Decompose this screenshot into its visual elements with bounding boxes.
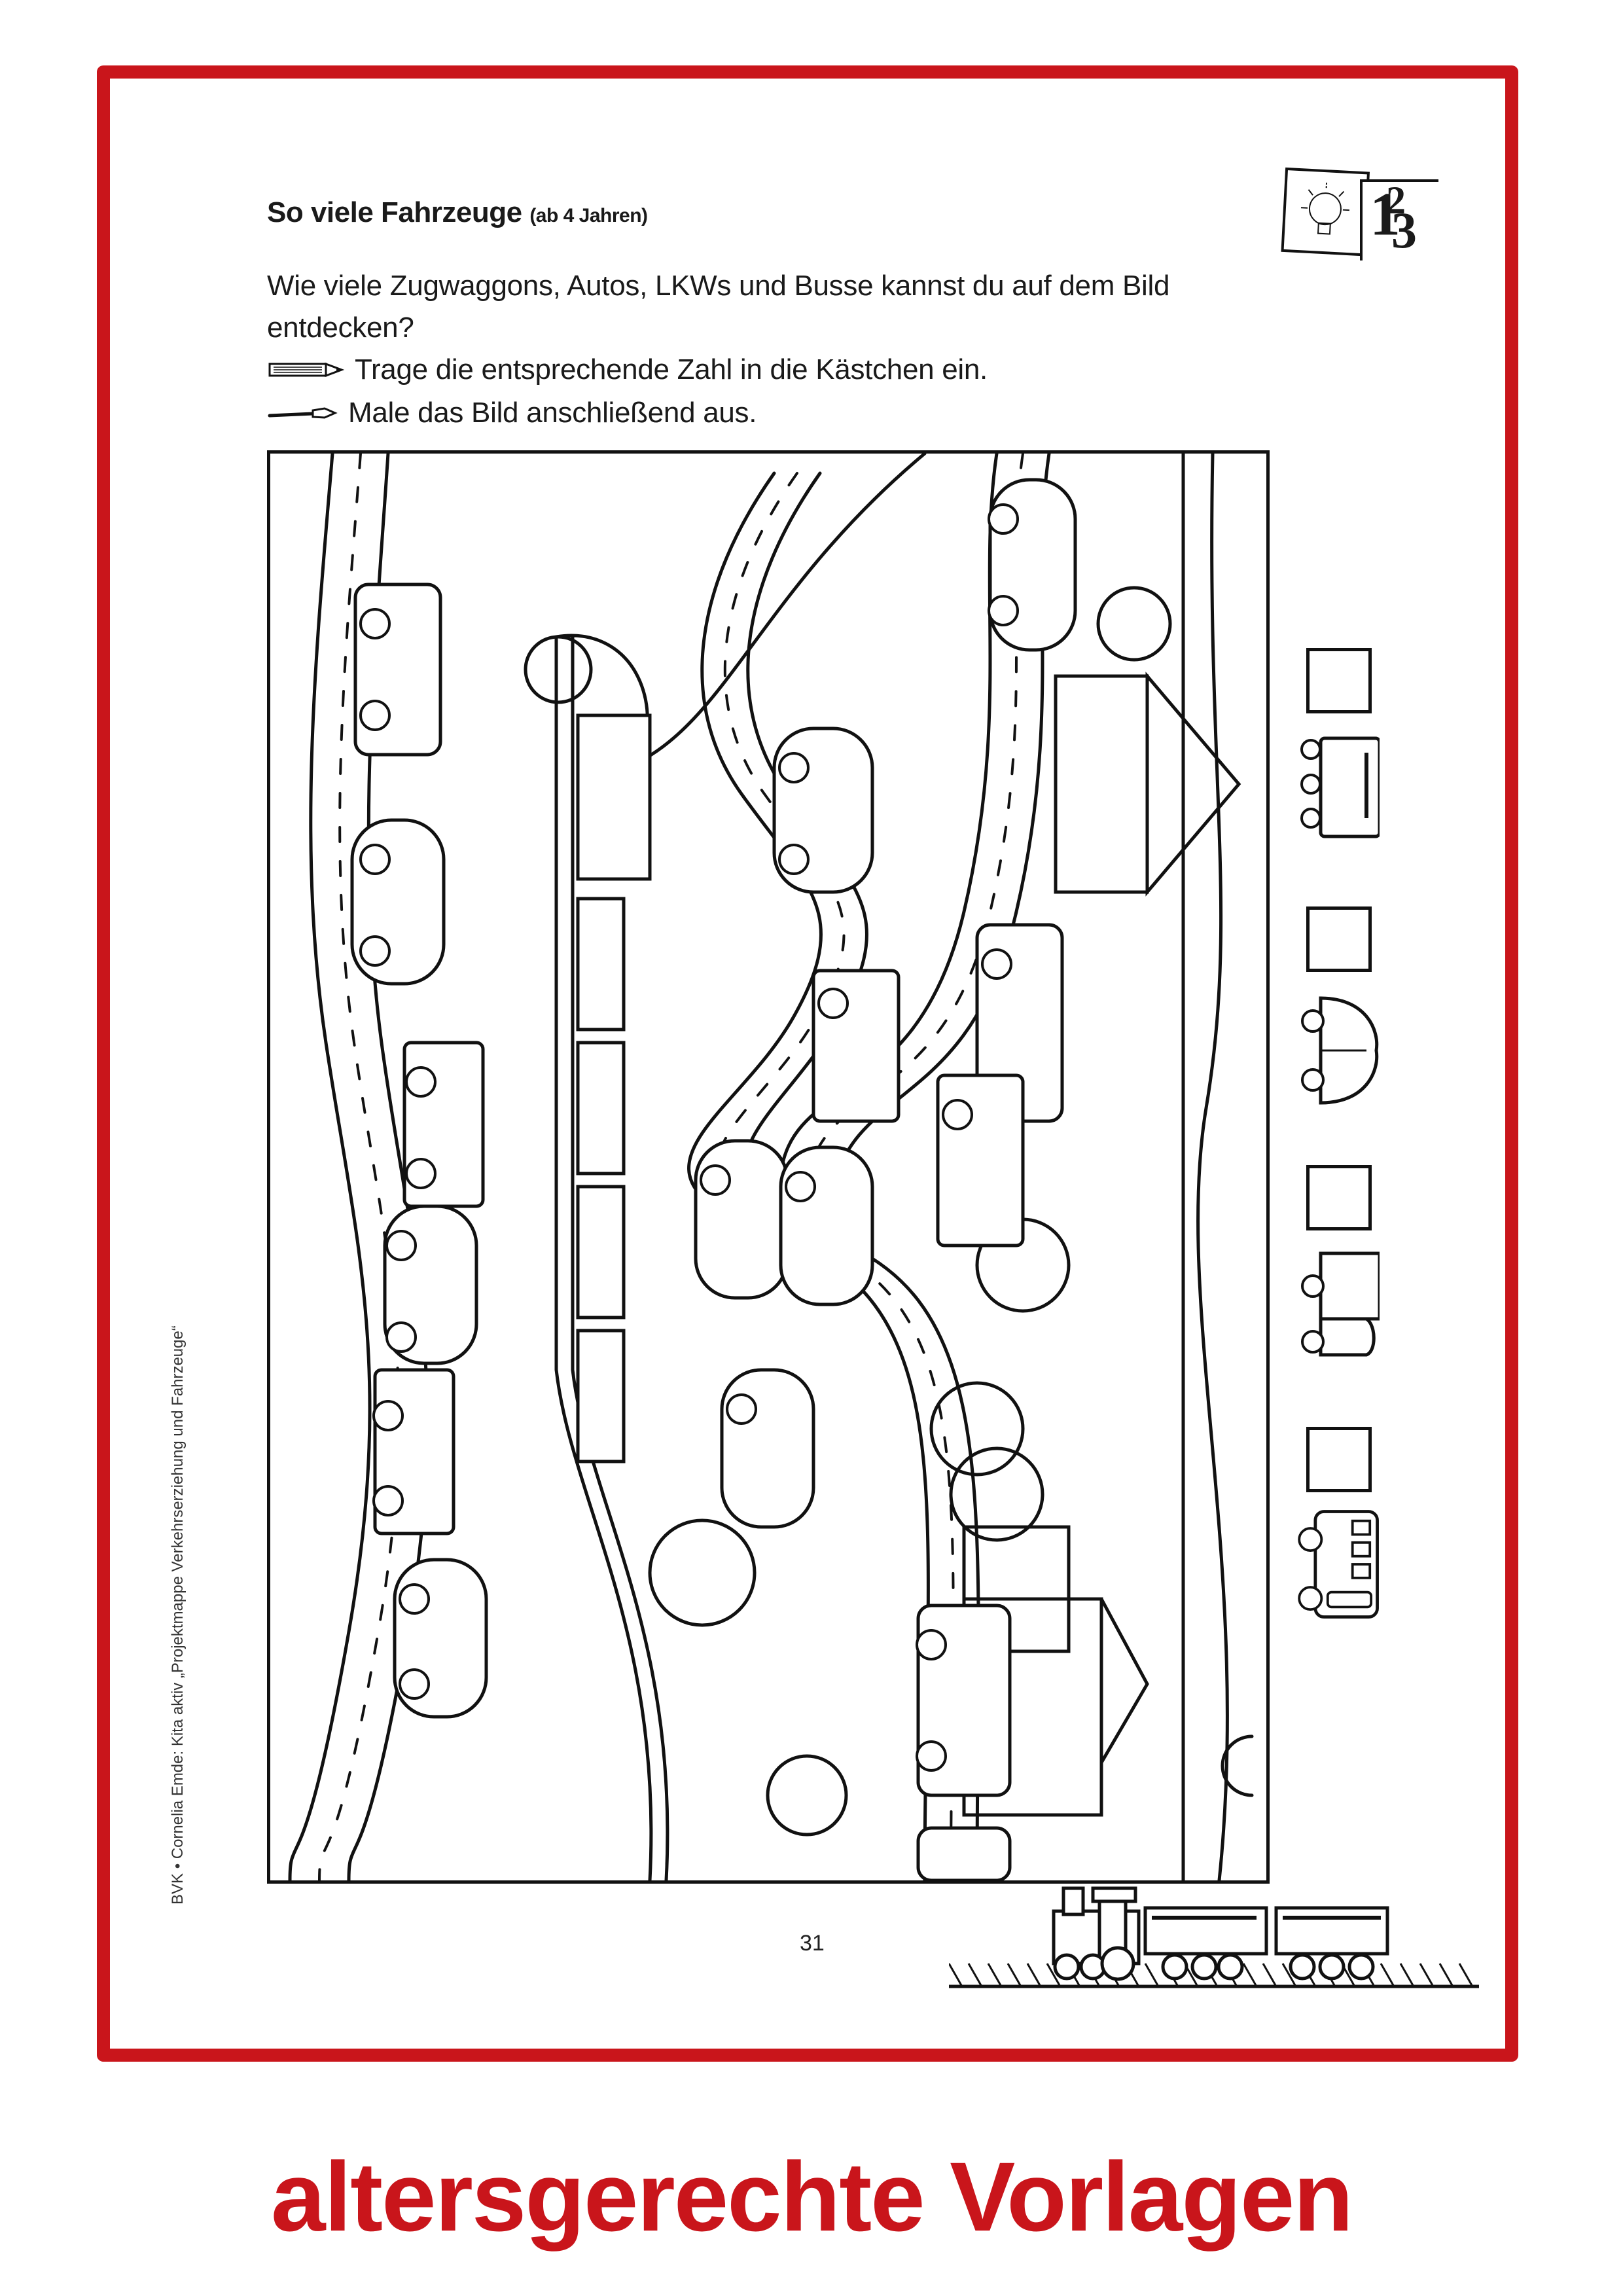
- answer-box-trucks[interactable]: [1306, 1165, 1372, 1230]
- instruction-text: Trage die entsprechende Zahl in die Käst…: [355, 353, 988, 386]
- bus-icon: [1298, 1510, 1379, 1619]
- question-line-2: entdecken?: [267, 312, 414, 344]
- tagline: altersgerechte Vorlagen: [271, 2142, 1353, 2251]
- answer-box-cars[interactable]: [1306, 906, 1372, 972]
- paintbrush-icon: [268, 407, 338, 419]
- train-decoration-icon: [949, 1886, 1479, 1988]
- worksheet-title: So viele Fahrzeuge (ab 4 Jahren): [267, 196, 648, 229]
- vehicle-coloring-picture: [267, 450, 1270, 1884]
- question-line-1: Wie viele Zugwaggons, Autos, LKWs und Bu…: [267, 270, 1170, 302]
- answer-box-buses[interactable]: [1306, 1427, 1372, 1492]
- worksheet-logo: 123: [1262, 156, 1444, 263]
- train-wagon-icon: [1300, 736, 1380, 838]
- page-number: 31: [800, 1931, 825, 1956]
- pencil-icon: [268, 362, 345, 378]
- car-icon: [1301, 996, 1379, 1105]
- publisher-credit: BVK • Cornelia Emde: Kita aktiv „Projekt…: [169, 1325, 187, 1905]
- truck-icon: [1301, 1251, 1380, 1357]
- instruction-color-picture: Male das Bild anschließend aus.: [267, 397, 757, 429]
- instruction-text: Male das Bild anschließend aus.: [348, 397, 757, 429]
- answer-box-train-wagons[interactable]: [1306, 648, 1372, 713]
- instruction-write-number: Trage die entsprechende Zahl in die Käst…: [267, 353, 988, 386]
- lightbulb-icon: [1281, 167, 1444, 263]
- title-text: So viele Fahrzeuge: [267, 196, 522, 228]
- age-note: (ab 4 Jahren): [529, 205, 648, 226]
- coloring-scene: [288, 454, 1254, 1880]
- red-page-frame: [97, 65, 1518, 2062]
- logo-numbers: 123: [1370, 179, 1417, 259]
